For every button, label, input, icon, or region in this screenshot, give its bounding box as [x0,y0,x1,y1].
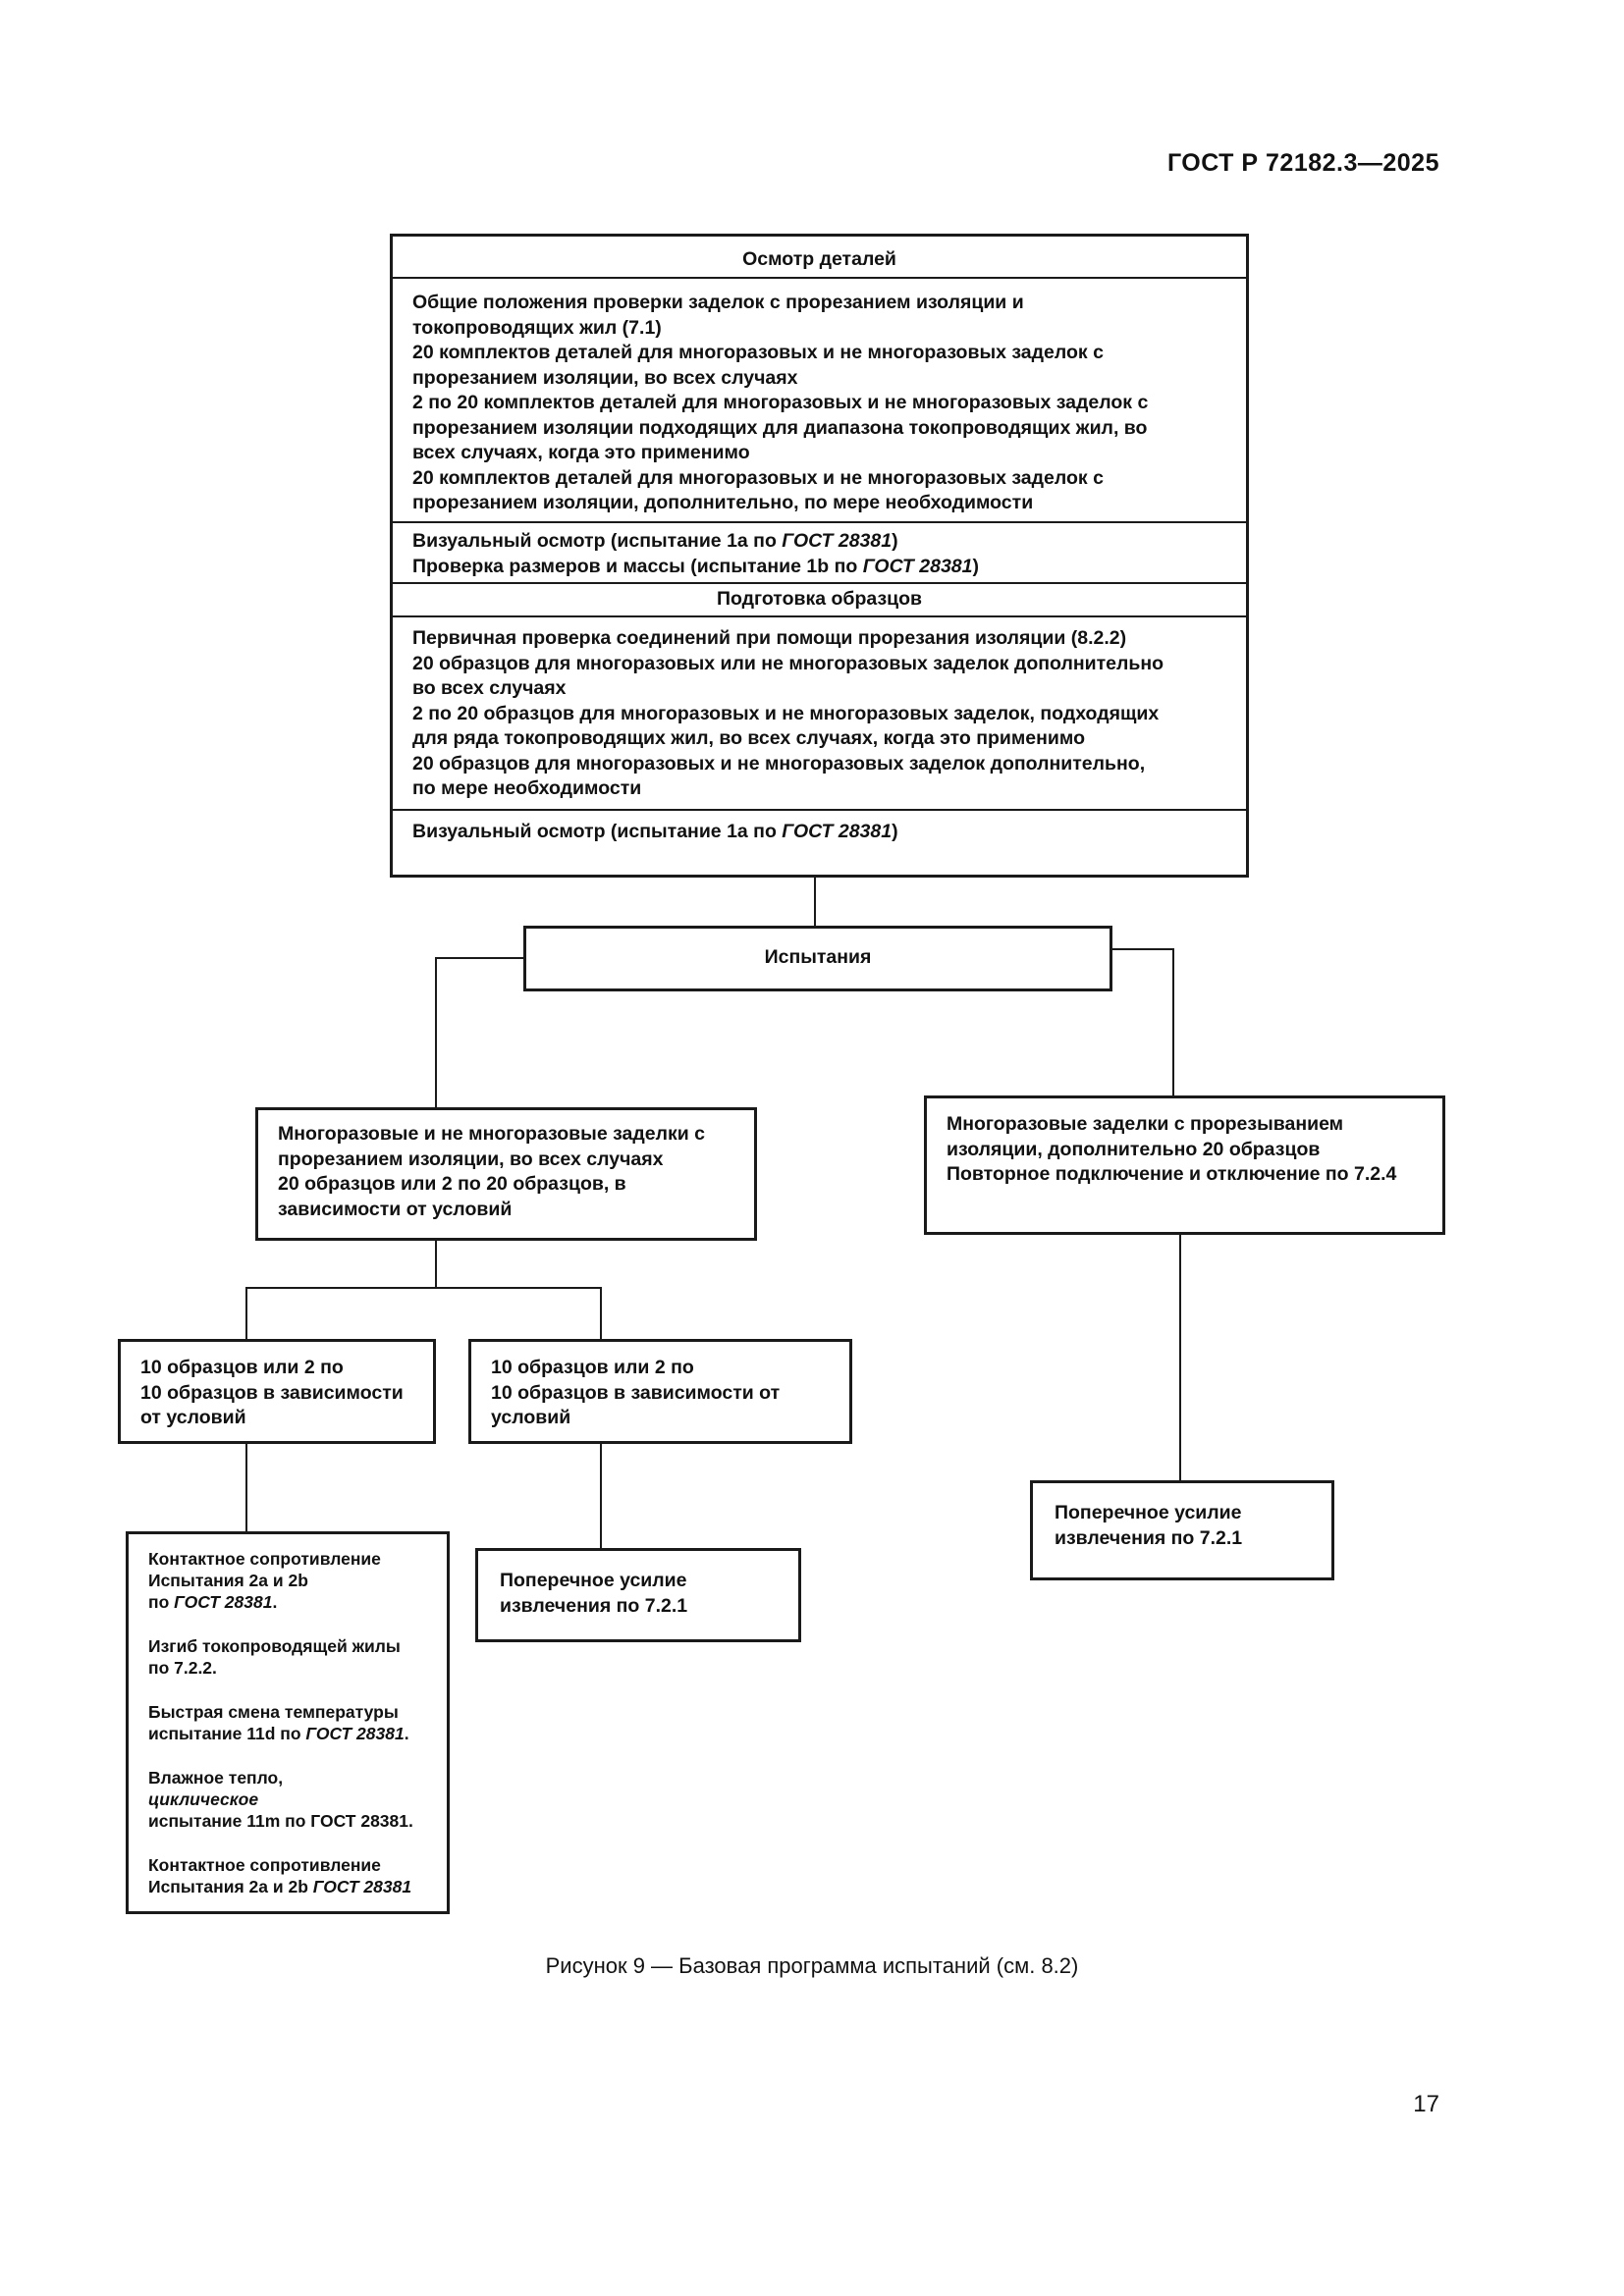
branch-text-line: извлечения по 7.2.1 [1055,1526,1243,1549]
tests-label: Испытания [764,946,872,968]
divider [393,582,1246,584]
branch-text-line: 10 образцов в зависимости [140,1381,404,1404]
document-number: ГОСТ Р 72182.3—2025 [1166,149,1439,177]
inspection-block: Осмотр деталей Общие положения проверки … [390,234,1249,878]
branch-text-line: Поперечное усилие [1055,1502,1242,1523]
test-item-temperature-change: Быстрая смена температуры испытание 11d … [148,1702,409,1743]
connector-line [245,1444,247,1532]
sample-prep-text: Первичная проверка соединений при помощи… [412,627,1164,799]
branch-text-line: Многоразовые заделки с прорезыванием [947,1113,1344,1135]
visual-inspection-text: Визуальный осмотр (испытание 1а по ГОСТ … [412,530,979,577]
branch-text-line: зависимости от условий [278,1198,513,1220]
connector-line [1110,948,1174,950]
page-number: 17 [1413,2091,1439,2117]
connector-line [600,1287,602,1341]
branch-text-line: от условий [140,1407,246,1428]
branch-text-line: 10 образцов в зависимости от [491,1381,781,1404]
divider [393,277,1246,279]
test-item-bending: Изгиб токопроводящей жилы по 7.2.2. [148,1636,401,1678]
sub-branch-mid-box: 10 образцов или 2 по 10 образцов в завис… [468,1339,852,1444]
branch-text-line: прорезанием изоляции, во всех случаях [278,1148,664,1170]
test-item-contact-resistance-final: Контактное сопротивление Испытания 2а и … [148,1855,412,1896]
branch-text-line: 20 образцов или 2 по 20 образцов, в [278,1173,626,1195]
divider [393,615,1246,617]
detailed-tests-box: Контактное сопротивление Испытания 2а и … [126,1531,450,1914]
connector-line [435,957,437,1108]
inspection-title: Осмотр деталей [742,248,896,270]
branch-text-line: Повторное подключение и отключение по 7.… [947,1163,1397,1185]
branch-text-line: Многоразовые и не многоразовые заделки с [278,1123,705,1145]
reusable-additional-box: Многоразовые заделки с прорезыванием изо… [924,1095,1445,1235]
branch-text-line: извлечения по 7.2.1 [500,1594,688,1617]
visual-inspection-2-text: Визуальный осмотр (испытание 1а по ГОСТ … [412,821,898,842]
pull-force-mid-box: Поперечное усилие извлечения по 7.2.1 [475,1548,801,1642]
tests-box: Испытания [523,926,1112,991]
branch-text-line: условий [491,1407,571,1428]
branch-text-line: Поперечное усилие [500,1570,687,1591]
connector-line [245,1287,602,1289]
connector-line [814,878,816,928]
connector-line [1172,948,1174,1096]
divider [393,521,1246,523]
connector-line [245,1287,247,1341]
branch-text-line: изоляции, дополнительно 20 образцов [947,1138,1321,1160]
divider [393,809,1246,811]
sample-prep-title: Подготовка образцов [716,588,923,610]
connector-line [435,1241,437,1287]
connector-line [435,957,525,959]
connector-line [600,1444,602,1549]
sub-branch-left-box: 10 образцов или 2 по 10 образцов в завис… [118,1339,436,1444]
figure-caption: Рисунок 9 — Базовая программа испытаний … [545,1953,1079,1978]
test-item-damp-heat: Влажное тепло, циклическое испытание 11m… [148,1768,413,1831]
branch-text-line: 10 образцов или 2 по [140,1357,344,1378]
pull-force-right-box: Поперечное усилие извлечения по 7.2.1 [1030,1480,1334,1580]
general-provisions-text: Общие положения проверки заделок с проре… [412,292,1149,513]
reusable-and-nonreusable-box: Многоразовые и не многоразовые заделки с… [255,1107,757,1241]
test-item-contact-resistance: Контактное сопротивление Испытания 2а и … [148,1549,381,1612]
connector-line [1179,1235,1181,1482]
branch-text-line: 10 образцов или 2 по [491,1357,694,1378]
